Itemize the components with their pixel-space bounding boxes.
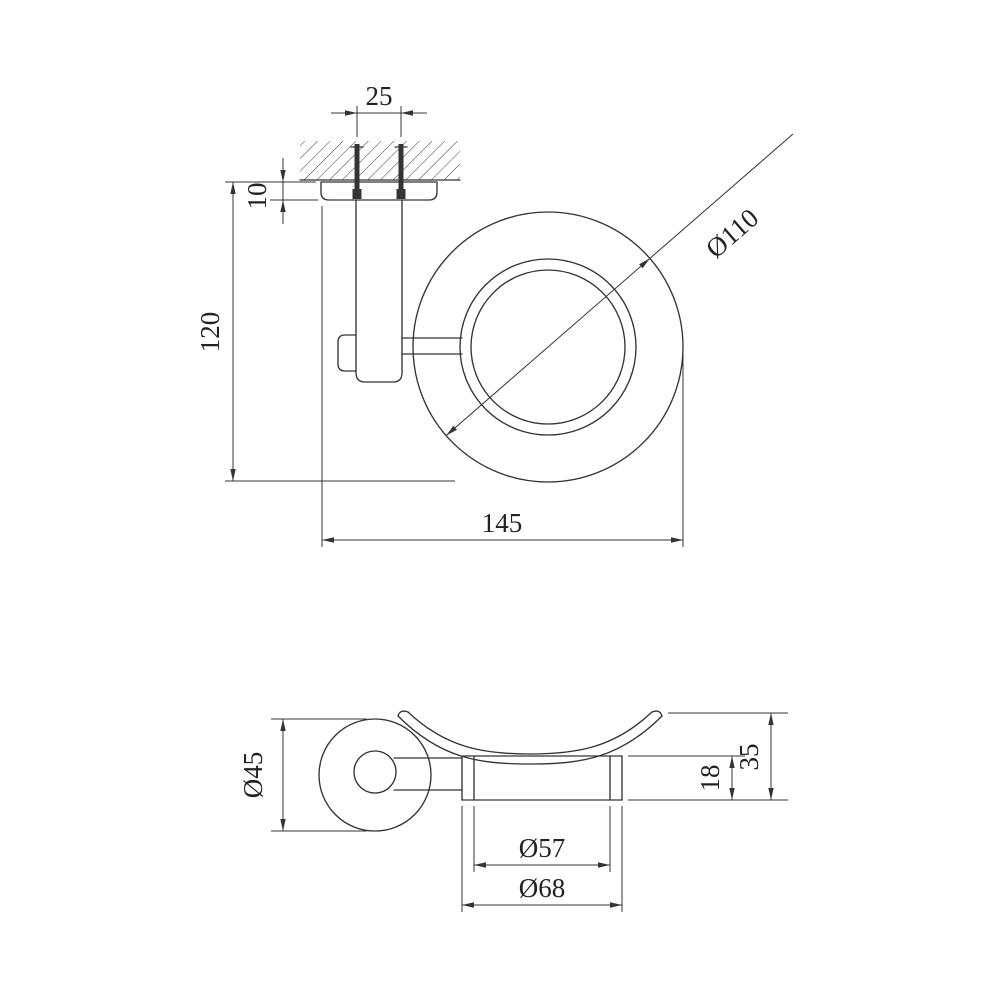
rosette-hub-circle: [353, 750, 397, 794]
dim-width: 145: [321, 206, 684, 547]
dimension-line: [445, 258, 651, 436]
dim-rosette-diameter-label: Ø45: [238, 752, 268, 799]
dim-width-label: 145: [482, 508, 523, 538]
dim-inner-diameter: Ø57: [473, 806, 611, 872]
dim-rosette-diameter: Ø45: [238, 718, 367, 832]
soap-dish-profile: [397, 710, 663, 765]
dish-inner-surface: [407, 711, 653, 755]
dim-holder-diameter: Ø110: [445, 133, 794, 436]
dim-screw-spacing: 25: [331, 81, 427, 137]
dim-ring-depth: 18: [628, 755, 745, 800]
dim-screw-spacing-label: 25: [366, 81, 393, 111]
wall-section-hatch: [300, 141, 460, 180]
dim-plate-thickness: 10: [242, 158, 318, 224]
arm: [355, 199, 403, 383]
holder-outer-circle: [412, 211, 684, 483]
screw-left: [350, 144, 364, 199]
mounting-plate: [320, 181, 438, 201]
screw-head: [352, 189, 362, 199]
release-clip: [337, 334, 357, 372]
dish-rim-left: [397, 710, 409, 717]
dim-outer-diameter: Ø68: [461, 806, 623, 912]
extension-line: [649, 133, 794, 259]
holder-ring: [461, 755, 623, 801]
side-view: Ø45 35 18 Ø57 Ø68: [238, 710, 788, 912]
dim-plate-thickness-label: 10: [242, 183, 272, 210]
screw-shaft: [354, 144, 360, 196]
dim-holder-diameter-label: Ø110: [700, 203, 764, 264]
dim-overall-depth-label: 35: [734, 744, 764, 771]
dish-outer-surface: [397, 715, 663, 765]
dim-inner-diameter-label: Ø57: [519, 833, 566, 863]
dish-rim-right: [651, 710, 663, 717]
screw-shaft: [398, 144, 404, 196]
dim-ring-depth-label: 18: [695, 765, 725, 792]
dim-overall-depth: 35: [628, 712, 788, 801]
screw-head: [396, 189, 406, 199]
dim-height-label: 120: [195, 312, 225, 353]
dim-outer-diameter-label: Ø68: [519, 873, 566, 903]
front-view: 25 10 120 145 Ø110: [195, 81, 794, 547]
screw-right: [394, 144, 408, 199]
dim-height: 120: [195, 181, 455, 482]
wall-rosette-circle: [318, 718, 432, 832]
